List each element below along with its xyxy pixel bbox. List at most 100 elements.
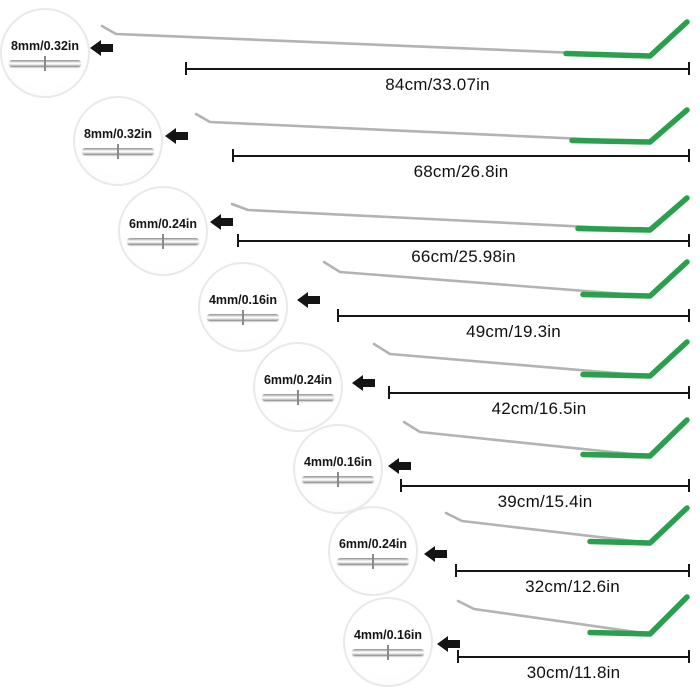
dimension-line <box>457 650 690 663</box>
rod-shaft <box>230 202 652 232</box>
rod-shaft <box>402 420 652 458</box>
arrow-head <box>424 546 435 562</box>
arrow-tail <box>447 640 460 648</box>
rod-image <box>402 417 690 459</box>
arrow-head <box>90 40 101 56</box>
rod-shaft <box>444 511 652 545</box>
arrow-tail <box>175 132 188 140</box>
rod-handle <box>580 339 690 379</box>
arrow-head <box>352 375 363 391</box>
size-inset-circle: 8mm/0.32in <box>73 96 163 186</box>
rod-closeup-image <box>207 310 279 325</box>
arrow-tail <box>220 218 233 226</box>
rod-joint-mark <box>117 144 119 159</box>
dimension: 84cm/33.07in <box>185 62 690 95</box>
rod-joint-mark <box>297 390 299 405</box>
rod-image <box>372 339 690 379</box>
rod-shaft <box>372 342 652 378</box>
size-inset-circle: 4mm/0.16in <box>343 597 433 687</box>
size-label: 8mm/0.32in <box>83 127 153 141</box>
rod-closeup-image <box>302 472 374 487</box>
dimension-end-tick <box>337 309 339 322</box>
size-inset-circle: 6mm/0.24in <box>253 342 343 432</box>
dimension: 68cm/26.8in <box>232 149 690 182</box>
size-label: 6mm/0.24in <box>263 373 333 387</box>
dimension-end-tick <box>688 564 690 577</box>
rod-closeup-image <box>352 645 424 660</box>
dimension-line <box>455 564 690 577</box>
left-arrow-icon <box>90 40 114 56</box>
dimension-end-tick <box>688 479 690 492</box>
rod-joint-mark <box>162 234 164 249</box>
arrow-tail <box>307 296 320 304</box>
rod-image <box>322 259 690 299</box>
dimension-line <box>400 479 690 492</box>
dimension: 49cm/19.3in <box>337 309 690 342</box>
size-label: 8mm/0.32in <box>10 39 80 53</box>
dimension: 32cm/12.6in <box>455 564 690 597</box>
left-arrow-icon <box>210 214 234 230</box>
arrow-head <box>297 292 308 308</box>
length-label: 39cm/15.4in <box>497 492 593 511</box>
rod-joint-mark <box>242 310 244 325</box>
rod-image <box>100 19 690 59</box>
rod-joint-mark <box>337 472 339 487</box>
rod-handle <box>569 107 690 145</box>
dimension-line <box>388 386 690 399</box>
dimension-line <box>232 149 690 162</box>
rod-handle <box>587 505 690 546</box>
left-arrow-icon <box>352 375 376 391</box>
rod-joint-mark <box>44 56 46 71</box>
rod-joint-mark <box>387 645 389 660</box>
rod-handle <box>587 594 690 637</box>
rod-image <box>444 505 690 546</box>
arrow-tail <box>398 462 411 470</box>
dimension-end-tick <box>237 234 239 247</box>
length-label: 68cm/26.8in <box>413 162 509 181</box>
dimension-end-tick <box>457 650 459 663</box>
size-label: 6mm/0.24in <box>128 217 198 231</box>
arrow-tail <box>362 379 375 387</box>
arrow-head <box>388 458 399 474</box>
rod-image <box>194 107 690 145</box>
rod-closeup-image <box>9 56 81 71</box>
dimension-end-tick <box>688 62 690 75</box>
dimension-line <box>185 62 690 75</box>
rod-handle <box>580 259 690 299</box>
length-label: 49cm/19.3in <box>466 322 561 341</box>
rod-closeup-image <box>337 554 409 569</box>
dimension-end-tick <box>688 234 690 247</box>
rod-handle <box>580 417 690 459</box>
rod-shaft <box>322 260 652 298</box>
length-label: 30cm/11.8in <box>526 663 621 682</box>
dimension-end-tick <box>232 149 234 162</box>
dimension-end-tick <box>185 62 187 75</box>
left-arrow-icon <box>388 458 412 474</box>
arrow-head <box>165 128 176 144</box>
arrow-tail <box>434 550 447 558</box>
size-inset-circle: 6mm/0.24in <box>328 506 418 596</box>
rod-closeup-image <box>82 144 154 159</box>
rod-closeup-image <box>262 390 334 405</box>
left-arrow-icon <box>297 292 321 308</box>
dimension-line <box>237 234 690 247</box>
left-arrow-icon <box>437 636 461 652</box>
dimension: 42cm/16.5in <box>388 386 690 419</box>
length-label: 84cm/33.07in <box>385 75 490 94</box>
size-inset-circle: 6mm/0.24in <box>118 186 208 276</box>
size-label: 4mm/0.16in <box>208 293 278 307</box>
dimension-end-tick <box>388 386 390 399</box>
dimension-end-tick <box>455 564 457 577</box>
length-label: 32cm/12.6in <box>525 577 620 596</box>
dimension: 66cm/25.98in <box>237 234 690 267</box>
rod-handle <box>563 19 690 59</box>
left-arrow-icon <box>165 128 189 144</box>
